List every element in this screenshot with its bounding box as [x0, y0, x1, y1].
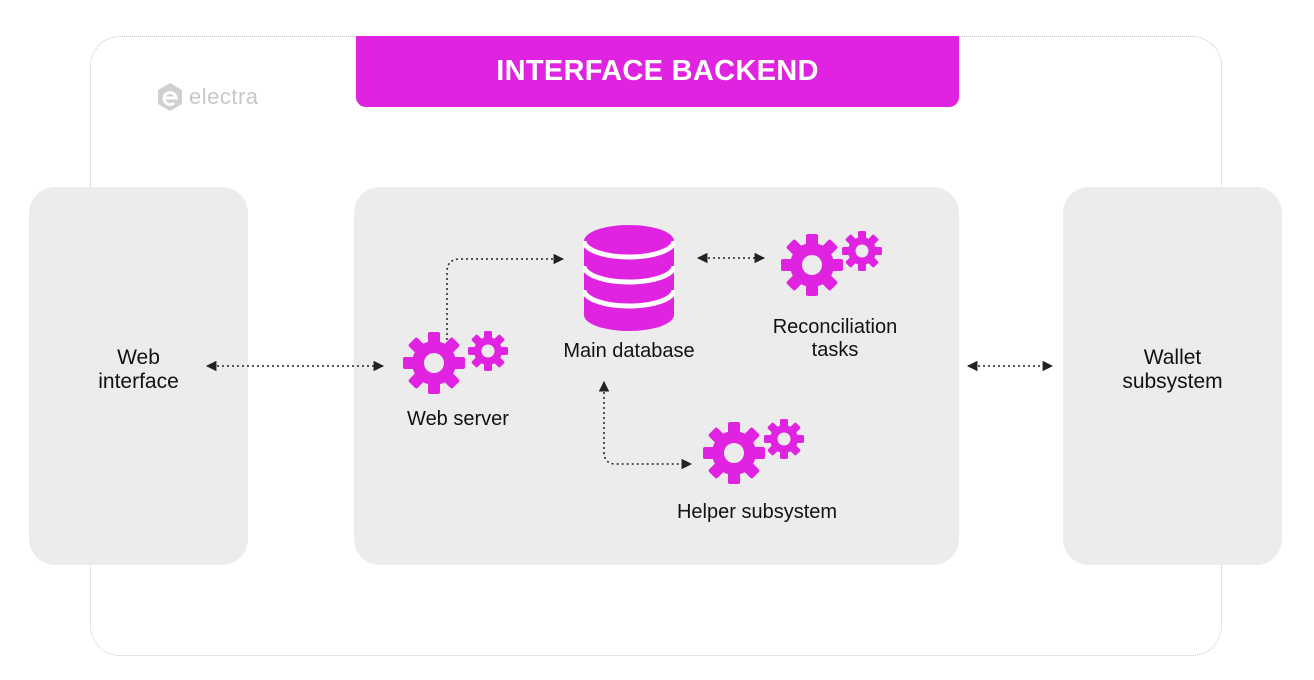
main-database-label: Main database	[563, 340, 695, 362]
web-server-label: Web server	[407, 408, 509, 430]
reconciliation-tasks-label-line1: Reconciliation	[772, 316, 898, 338]
wallet-subsystem-label-line2: subsystem	[1122, 370, 1223, 393]
database-icon	[583, 225, 675, 331]
diagram-title-text: INTERFACE BACKEND	[496, 55, 819, 87]
helper-subsystem-label: Helper subsystem	[676, 501, 838, 523]
reconciliation-gears-icon	[781, 231, 882, 296]
web-interface-label-line2: interface	[98, 370, 179, 393]
electra-logo-icon	[158, 83, 182, 111]
electra-logo: electra	[155, 82, 259, 112]
electra-logo-text: electra	[189, 84, 259, 109]
wallet-subsystem-panel	[1063, 187, 1282, 565]
web-server-gears-icon	[403, 331, 508, 394]
web-server-to-database-connector	[446, 253, 565, 345]
reconciliation-tasks-label: Reconciliation tasks	[758, 316, 912, 362]
reconciliation-tasks-label-line2: tasks	[811, 339, 859, 361]
diagram-title: INTERFACE BACKEND	[356, 36, 959, 107]
wallet-subsystem-label-line1: Wallet	[1143, 346, 1202, 369]
database-to-helper-connector	[598, 380, 693, 470]
web-interface-label: Web interface	[29, 346, 248, 394]
web-interface-panel	[29, 187, 248, 565]
wallet-subsystem-label: Wallet subsystem	[1063, 346, 1282, 394]
helper-subsystem-gears-icon	[703, 419, 804, 484]
web-interface-label-line1: Web	[117, 346, 160, 369]
